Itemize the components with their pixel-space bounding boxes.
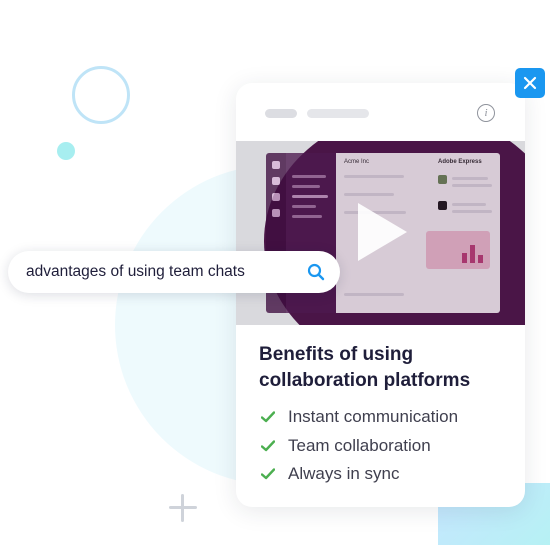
- card-header: i: [236, 83, 525, 141]
- mock-line: [344, 175, 404, 178]
- mock-avatar: [438, 201, 447, 210]
- video-thumbnail[interactable]: Acme Inc Adobe Express: [236, 141, 525, 325]
- header-placeholder-pill: [307, 109, 369, 118]
- check-icon: [261, 468, 275, 480]
- mock-line: [452, 203, 486, 206]
- mock-line: [344, 193, 394, 196]
- result-card: i Acme Inc Adobe Express: [236, 83, 525, 507]
- close-button[interactable]: [515, 68, 545, 98]
- play-icon[interactable]: [358, 203, 407, 261]
- check-icon: [261, 411, 275, 423]
- mock-line: [452, 184, 492, 187]
- benefit-item: Always in sync: [261, 463, 399, 485]
- decorative-plus: [169, 494, 197, 522]
- mock-avatar: [438, 175, 447, 184]
- search-icon[interactable]: [307, 263, 325, 281]
- header-placeholder-pill: [265, 109, 297, 118]
- search-bar[interactable]: advantages of using team chats: [8, 251, 340, 293]
- mock-workspace-name: Acme Inc: [344, 159, 370, 165]
- benefit-label: Team collaboration: [288, 436, 431, 455]
- decorative-dot: [57, 142, 75, 160]
- info-icon[interactable]: i: [477, 104, 495, 122]
- benefit-label: Instant communication: [288, 407, 459, 426]
- benefit-label: Always in sync: [288, 464, 400, 483]
- check-icon: [261, 440, 275, 452]
- mock-app-title: Adobe Express: [438, 159, 482, 165]
- mock-line: [452, 177, 488, 180]
- benefit-item: Instant communication: [261, 406, 458, 428]
- mock-line: [452, 210, 492, 213]
- benefit-item: Team collaboration: [261, 435, 431, 457]
- mock-line: [344, 293, 404, 296]
- close-icon: [523, 76, 537, 90]
- mock-chart-card: [426, 231, 490, 269]
- card-title: Benefits of using collaboration platform…: [259, 344, 471, 391]
- decorative-ring: [72, 66, 130, 124]
- search-query[interactable]: advantages of using team chats: [26, 263, 245, 280]
